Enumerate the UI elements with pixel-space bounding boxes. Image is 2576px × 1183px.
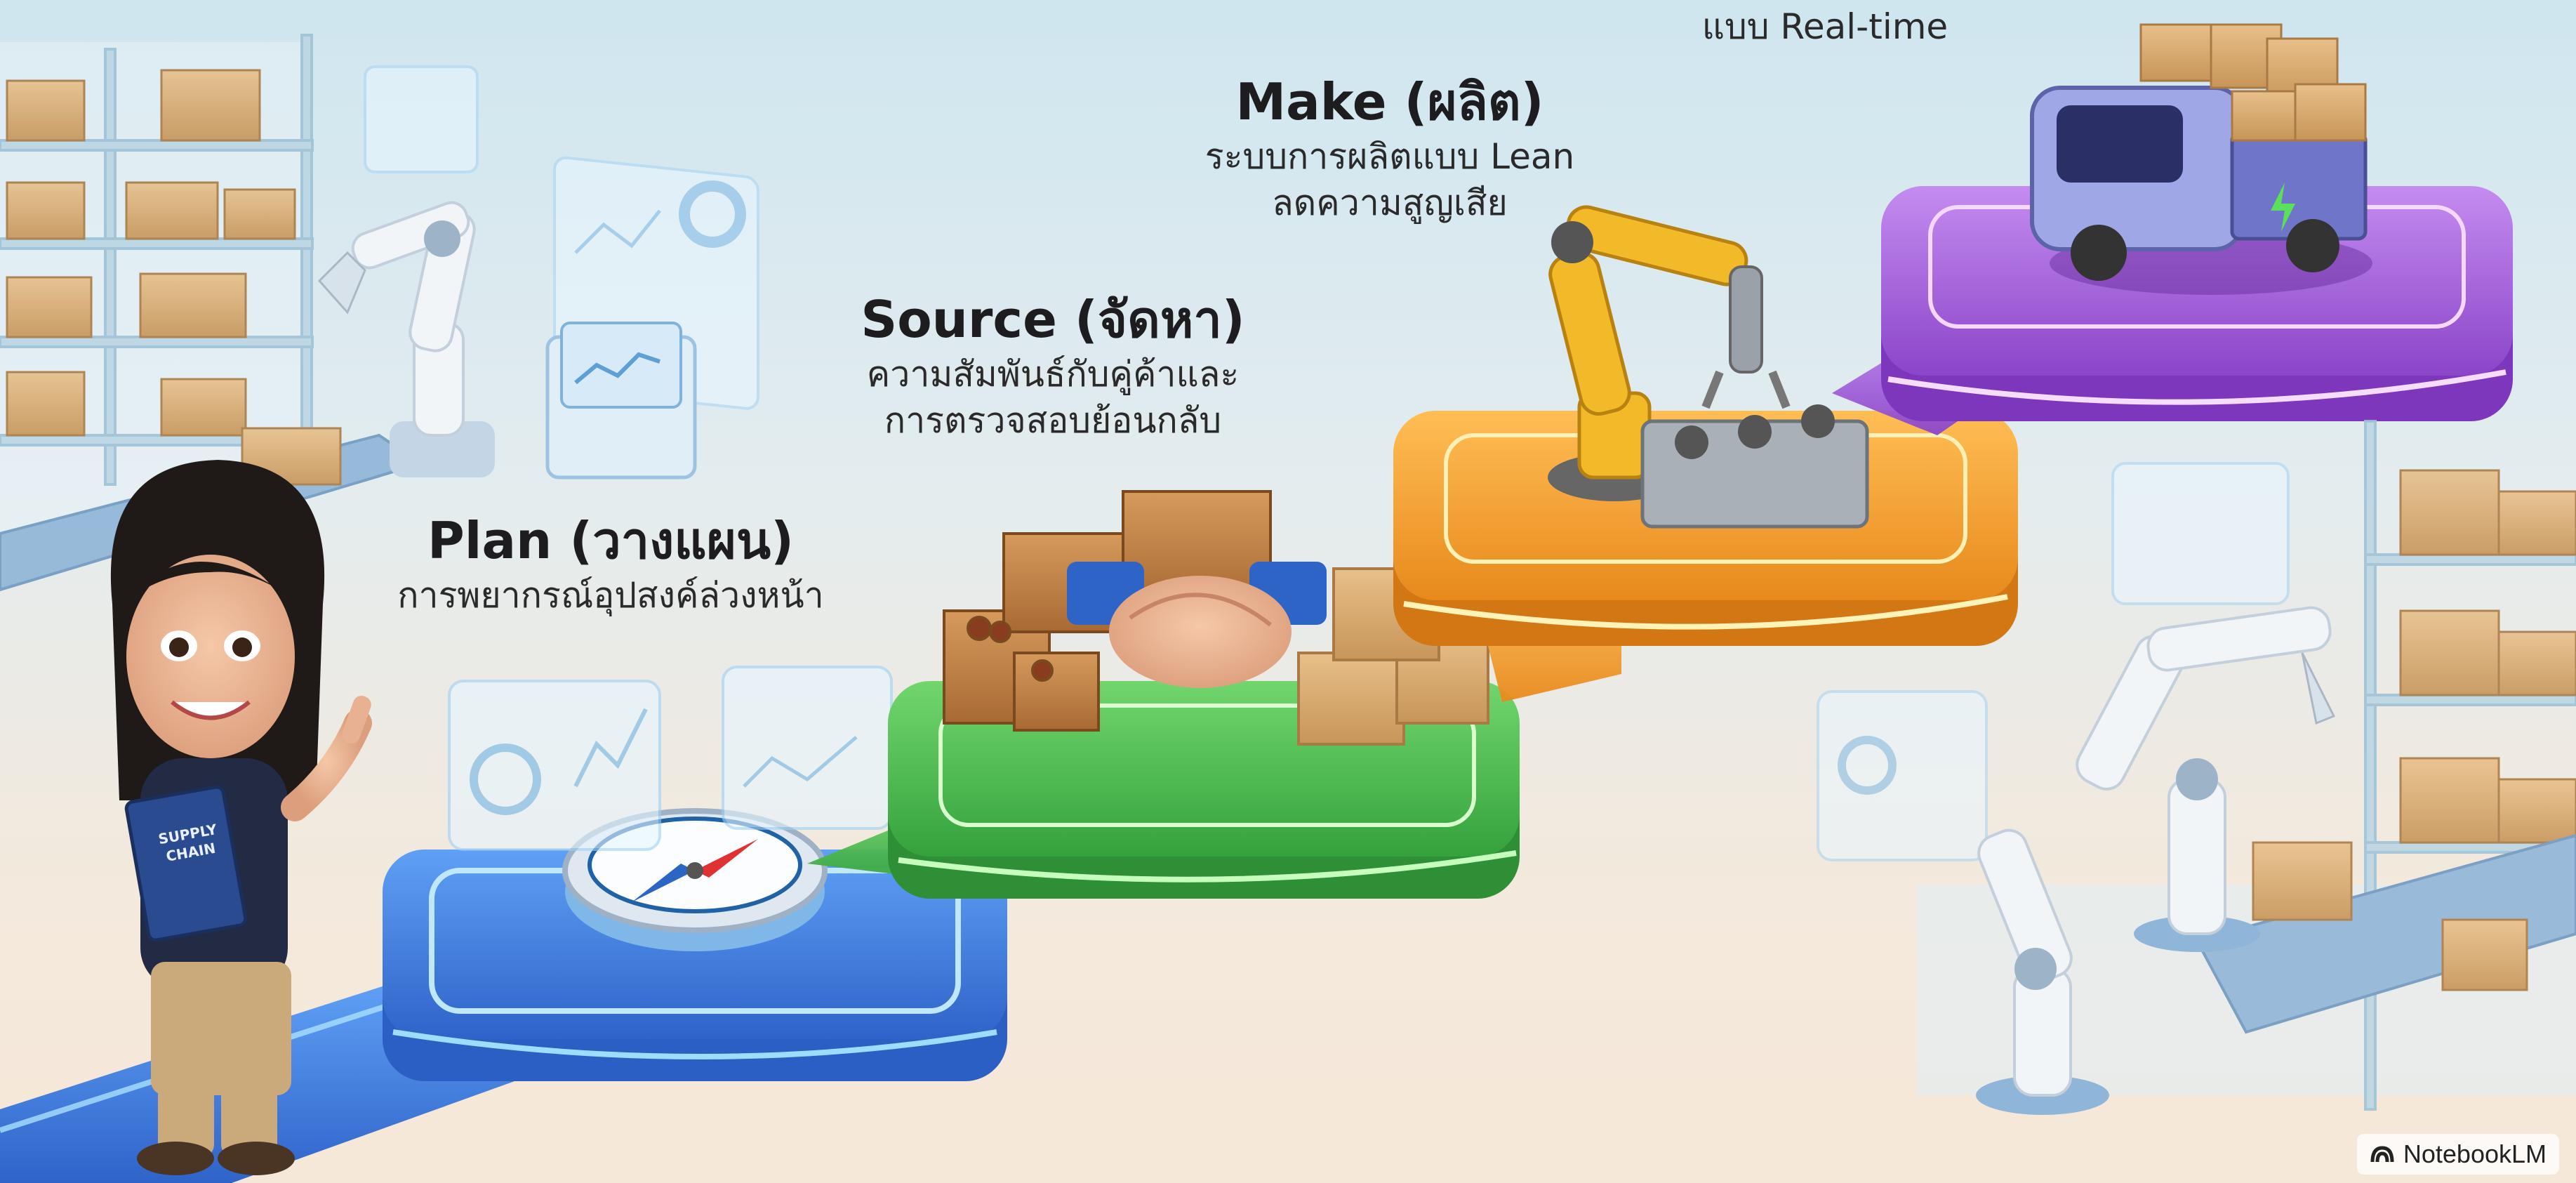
brand-name: NotebookLM	[2403, 1139, 2547, 1168]
source-label: Source (จัดหา) ความสัมพันธ์กับคู่ค้าและ …	[807, 288, 1299, 444]
plan-label: Plan (วางแผน) การพยากรณ์อุปสงค์ล่วงหน้า	[365, 509, 856, 619]
notebooklm-badge: NotebookLM	[2356, 1134, 2559, 1175]
presenter-avatar	[110, 460, 372, 1175]
monitor-terminal	[545, 322, 697, 480]
plan-title: Plan (วางแผน)	[427, 511, 794, 570]
make-desc-line-1: ระบบการผลิตแบบ Lean	[1204, 136, 1575, 177]
source-desc-line-2: การตรวจสอบย้อนกลับ	[884, 400, 1222, 441]
handshake-icon	[1067, 562, 1327, 688]
notebooklm-logo-icon	[2370, 1146, 2394, 1163]
make-desc-line-2: ลดความสูญเสีย	[1272, 183, 1508, 223]
make-title: Make (ผลิต)	[1235, 72, 1544, 131]
plan-platform	[0, 850, 1007, 1183]
source-title: Source (จัดหา)	[861, 290, 1245, 349]
plan-desc-line-1: การพยากรณ์อุปสงค์ล่วงหน้า	[397, 575, 824, 616]
robot-arm-icon	[1548, 205, 1869, 529]
deliver-desc-partial: แบบ Real-time	[1701, 6, 1948, 47]
crates	[943, 490, 1272, 732]
white-robot-arm-left	[317, 201, 495, 477]
white-robot-arms-right	[1976, 606, 2336, 1115]
make-label: Make (ผลิต) ระบบการผลิตแบบ Lean ลดความสู…	[1144, 70, 1635, 226]
delivery-truck-icon	[2030, 23, 2372, 295]
source-desc-line-1: ความสัมพันธ์กับคู่ค้าและ	[866, 354, 1240, 395]
hologram-panels-right	[1817, 462, 2290, 861]
deliver-label-partial: แบบ Real-time	[1642, 4, 2007, 50]
